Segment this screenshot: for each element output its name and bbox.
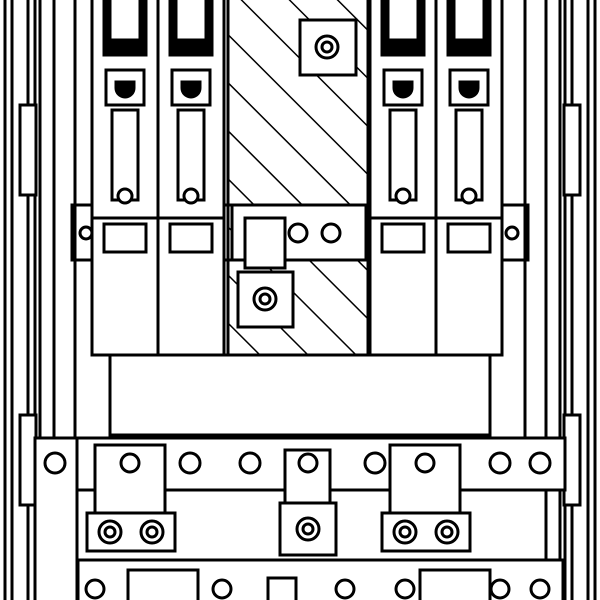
busbar-hole [394, 578, 416, 600]
lower-bracket [418, 568, 492, 600]
busbar-hole [84, 578, 106, 600]
fuse-holder [156, 0, 226, 357]
busbar-hole [211, 578, 233, 600]
left-rail [3, 0, 56, 600]
right-rail [544, 0, 597, 600]
busbar-hole [528, 451, 552, 475]
busbar-hole [363, 451, 387, 475]
busbar-hole [43, 451, 67, 475]
busbar-hole [238, 451, 262, 475]
lower-frame [108, 353, 492, 437]
busbar-hole [489, 578, 511, 600]
busbar-hole [334, 578, 356, 600]
fuse-link [388, 108, 418, 202]
fuse-holder [434, 0, 504, 357]
fuse-holder [368, 0, 438, 357]
label-window [102, 222, 148, 254]
busbar-hole [529, 578, 551, 600]
busbar-hole [178, 451, 202, 475]
fuse-holder [90, 0, 160, 357]
busbar-hole [488, 451, 512, 475]
lower-bracket [126, 568, 200, 600]
label-window [446, 222, 492, 254]
label-window [380, 222, 426, 254]
lower-terminal [266, 576, 298, 600]
label-window [168, 222, 214, 254]
fuse-link [454, 108, 484, 202]
hatched-neutral-block [226, 0, 370, 357]
fuse-link [176, 108, 206, 202]
fuse-link [110, 108, 140, 202]
